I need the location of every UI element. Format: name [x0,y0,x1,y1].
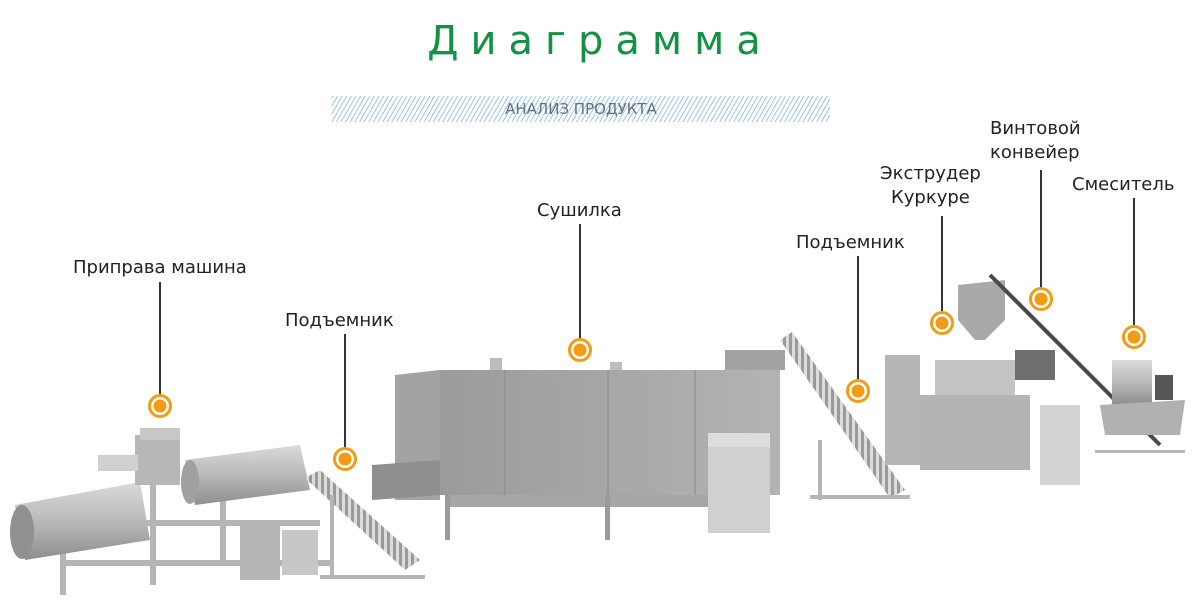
seasoning-machine [10,428,330,595]
label-extruder-line-2: Куркуре [890,187,970,208]
leader-line-dryer [579,224,581,338]
leader-line-screw-conveyor [1040,170,1042,287]
extruder-machine [885,280,1080,485]
label-lifter-2: Подъемник [796,232,905,253]
lifter-2-machine [780,332,910,500]
leader-line-lifter-2 [857,256,859,379]
label-mixer: Смеситель [1072,174,1175,195]
mixer-machine [1095,360,1185,453]
label-dryer: Сушилка [537,200,622,221]
hotspot-screw-conveyor[interactable] [1029,287,1053,311]
subtitle: АНАЛИЗ ПРОДУКТА [505,100,657,118]
dryer-machine [372,350,785,540]
leader-line-extruder [941,216,943,311]
leader-line-mixer [1133,198,1135,325]
hotspot-mixer[interactable] [1122,325,1146,349]
hotspot-dryer[interactable] [568,338,592,362]
label-screw-conveyor: Винтовой конвейер [990,117,1081,165]
label-screw-conveyor-line-1: Винтовой [990,118,1081,139]
lifter-1-machine [305,470,425,579]
hotspot-lifter-2[interactable] [846,379,870,403]
label-extruder-line-1: Экструдер [880,163,981,184]
leader-line-lifter-1 [344,334,346,447]
page-title: Диаграмма [427,18,773,64]
hotspot-seasoning[interactable] [148,394,172,418]
subtitle-banner: АНАЛИЗ ПРОДУКТА [332,96,830,122]
hotspot-extruder[interactable] [930,311,954,335]
label-screw-conveyor-line-2: конвейер [990,142,1080,163]
label-extruder: Экструдер Куркуре [880,162,981,210]
leader-line-seasoning [159,282,161,394]
label-lifter-1: Подъемник [285,310,394,331]
label-seasoning: Приправа машина [73,257,247,278]
hotspot-lifter-1[interactable] [333,447,357,471]
hatch-decoration [332,96,830,122]
